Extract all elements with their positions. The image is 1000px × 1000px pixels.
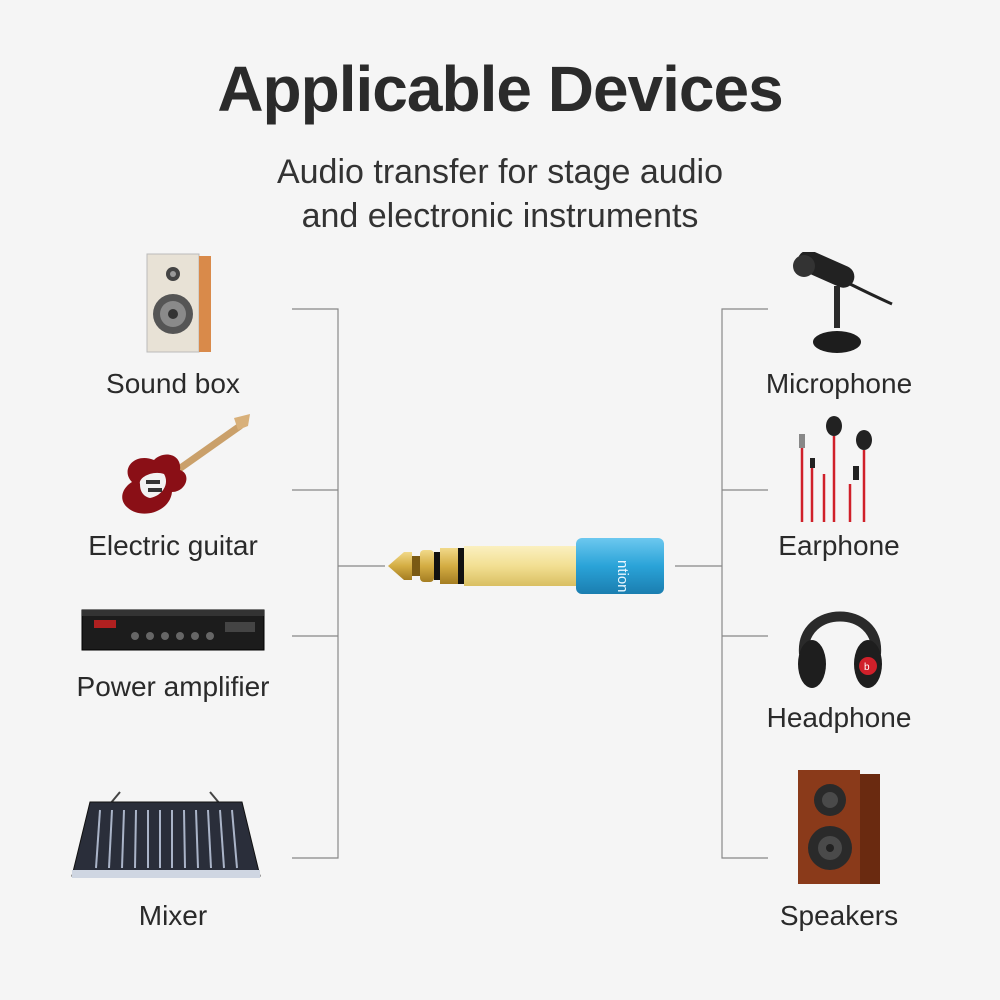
subtitle-line-1: Audio transfer for stage audio bbox=[276, 153, 724, 191]
left-device-label-4: Mixer bbox=[138, 900, 208, 931]
electric-guitar-icon bbox=[122, 414, 250, 514]
right-device-label-4: Speakers bbox=[779, 900, 899, 931]
right-connector bbox=[675, 308, 768, 859]
power-amplifier-icon bbox=[81, 609, 265, 651]
microphone-icon bbox=[793, 252, 893, 353]
right-device-label-3: Headphone bbox=[766, 702, 912, 733]
subtitle-line-2: and electronic instruments bbox=[301, 197, 699, 235]
adapter-engraving: ntion bbox=[614, 560, 631, 593]
mixer-icon bbox=[71, 791, 261, 878]
page-subtitle: Audio transfer for stage audio and elect… bbox=[0, 150, 1000, 238]
sound-box-icon bbox=[146, 253, 211, 353]
headphone-icon: b bbox=[798, 611, 882, 688]
right-device-label-2: Earphone bbox=[778, 530, 900, 561]
left-connector bbox=[292, 308, 385, 859]
left-device-label-3: Power amplifier bbox=[76, 671, 270, 702]
right-device-label-1: Microphone bbox=[765, 368, 913, 399]
audio-jack-adapter-icon: ntion bbox=[388, 538, 664, 594]
speakers-icon bbox=[798, 770, 880, 884]
svg-text:b: b bbox=[864, 662, 870, 673]
left-device-label-1: Sound box bbox=[106, 368, 240, 399]
earphone-icon bbox=[799, 416, 872, 522]
page-title: Applicable Devices bbox=[217, 53, 783, 125]
left-device-label-2: Electric guitar bbox=[88, 530, 258, 561]
